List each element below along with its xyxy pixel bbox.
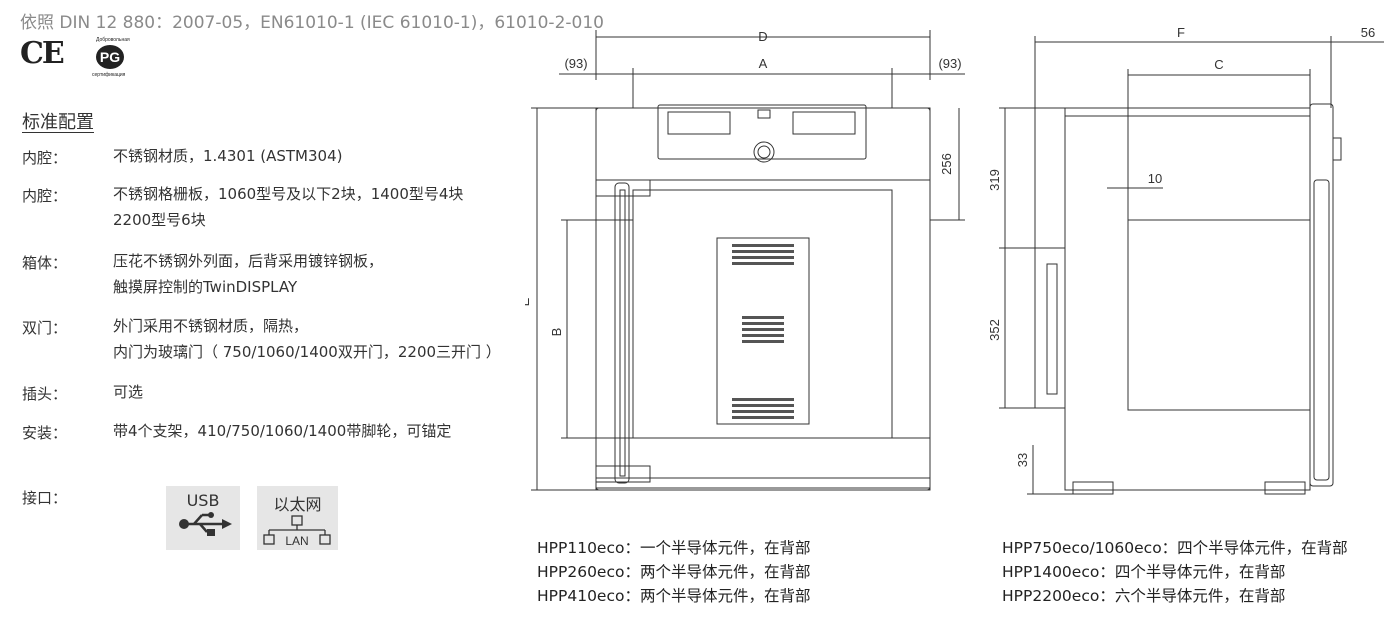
spec-value: 外门采用不锈钢材质，隔热， 内门为玻璃门（ 750/1060/1400双开门，22… bbox=[113, 313, 501, 365]
interface-label: 接口： bbox=[22, 489, 68, 507]
caption-line: HPP260eco：两个半导体元件，在背部 bbox=[537, 563, 811, 581]
spec-line: 内门为玻璃门（ 750/1060/1400双开门，2200三开门 ） bbox=[113, 343, 501, 361]
spec-label: 箱体： bbox=[22, 254, 68, 272]
dim-56: 56 bbox=[1361, 25, 1375, 40]
dim-10: 10 bbox=[1148, 171, 1162, 186]
dim-b: B bbox=[549, 328, 564, 337]
dim-c: C bbox=[1214, 57, 1223, 72]
spec-line: 外门采用不锈钢材质，隔热， bbox=[113, 317, 309, 335]
spec-label: 安装： bbox=[22, 424, 68, 442]
spec-label: 内腔： bbox=[22, 149, 68, 167]
side-view-drawing: F C 56 10 319 352 33 bbox=[987, 25, 1384, 495]
caption-line: HPP410eco：两个半导体元件，在背部 bbox=[537, 587, 811, 605]
usb-label: USB bbox=[186, 491, 220, 510]
caption-line: HPP1400eco：四个半导体元件，在背部 bbox=[1002, 563, 1286, 581]
usb-badge: USB bbox=[166, 486, 240, 550]
spec-value: 带4个支架，410/750/1060/1400带脚轮，可锚定 bbox=[113, 418, 451, 444]
spec-label: 内腔： bbox=[22, 187, 68, 205]
dim-a: A bbox=[759, 56, 768, 71]
caption-line: HPP750eco/1060eco：四个半导体元件，在背部 bbox=[1002, 539, 1348, 557]
standards-line: 依照 DIN 12 880：2007-05，EN61010-1 (IEC 610… bbox=[20, 13, 604, 33]
pg-bottom-text: сертификация bbox=[92, 72, 126, 78]
spec-line: 2200型号6块 bbox=[113, 211, 206, 229]
spec-value: 不锈钢材质，1.4301 (ASTM304) bbox=[113, 143, 342, 169]
caption-left: HPP110eco：一个半导体元件，在背部 HPP260eco：两个半导体元件，… bbox=[537, 536, 810, 608]
pg-certification-logo: Добровольная PG сертификация bbox=[92, 37, 130, 78]
caption-right: HPP750eco/1060eco：四个半导体元件，在背部 HPP1400eco… bbox=[1002, 536, 1348, 608]
dim-256: 256 bbox=[939, 153, 954, 175]
dim-f: F bbox=[1177, 25, 1185, 40]
dim-d: D bbox=[758, 29, 767, 44]
lan-badge: 以太网 LAN bbox=[257, 486, 338, 550]
usb-icon bbox=[179, 512, 232, 536]
ce-mark: CE bbox=[20, 36, 65, 71]
caption-line: HPP2200eco：六个半导体元件，在背部 bbox=[1002, 587, 1286, 605]
spec-value: 不锈钢格栅板，1060型号及以下2块，1400型号4块 2200型号6块 bbox=[113, 181, 463, 233]
dim-352: 352 bbox=[987, 319, 1002, 341]
section-title: 标准配置 bbox=[22, 112, 94, 133]
caption-line: HPP110eco：一个半导体元件，在背部 bbox=[537, 539, 811, 557]
spec-line: 不锈钢材质，1.4301 (ASTM304) bbox=[113, 147, 343, 165]
spec-label: 双门： bbox=[22, 319, 68, 337]
dim-33: 33 bbox=[1015, 453, 1030, 467]
spec-label: 插头： bbox=[22, 385, 68, 403]
spec-line: 压花不锈钢外列面，后背采用镀锌钢板， bbox=[113, 252, 384, 270]
dim-e: E bbox=[525, 297, 532, 306]
lan-sub: LAN bbox=[285, 534, 308, 548]
dim-left: (93) bbox=[564, 56, 587, 71]
spec-line: 触摸屏控制的TwinDISPLAY bbox=[113, 278, 298, 296]
spec-line: 不锈钢格栅板，1060型号及以下2块，1400型号4块 bbox=[113, 185, 464, 203]
pg-main-text: PG bbox=[100, 49, 120, 65]
spec-value: 压花不锈钢外列面，后背采用镀锌钢板， 触摸屏控制的TwinDISPLAY bbox=[113, 248, 383, 300]
spec-line: 可选 bbox=[113, 383, 144, 401]
spec-value: 可选 bbox=[113, 379, 143, 405]
dim-319: 319 bbox=[987, 169, 1002, 191]
pg-top-text: Добровольная bbox=[96, 37, 130, 43]
network-icon: LAN bbox=[263, 515, 331, 548]
dim-right: (93) bbox=[938, 56, 961, 71]
spec-line: 带4个支架，410/750/1060/1400带脚轮，可锚定 bbox=[113, 422, 452, 440]
front-view-drawing: D A (93) (93) E B 256 bbox=[525, 29, 965, 491]
lan-title: 以太网 bbox=[273, 495, 322, 514]
